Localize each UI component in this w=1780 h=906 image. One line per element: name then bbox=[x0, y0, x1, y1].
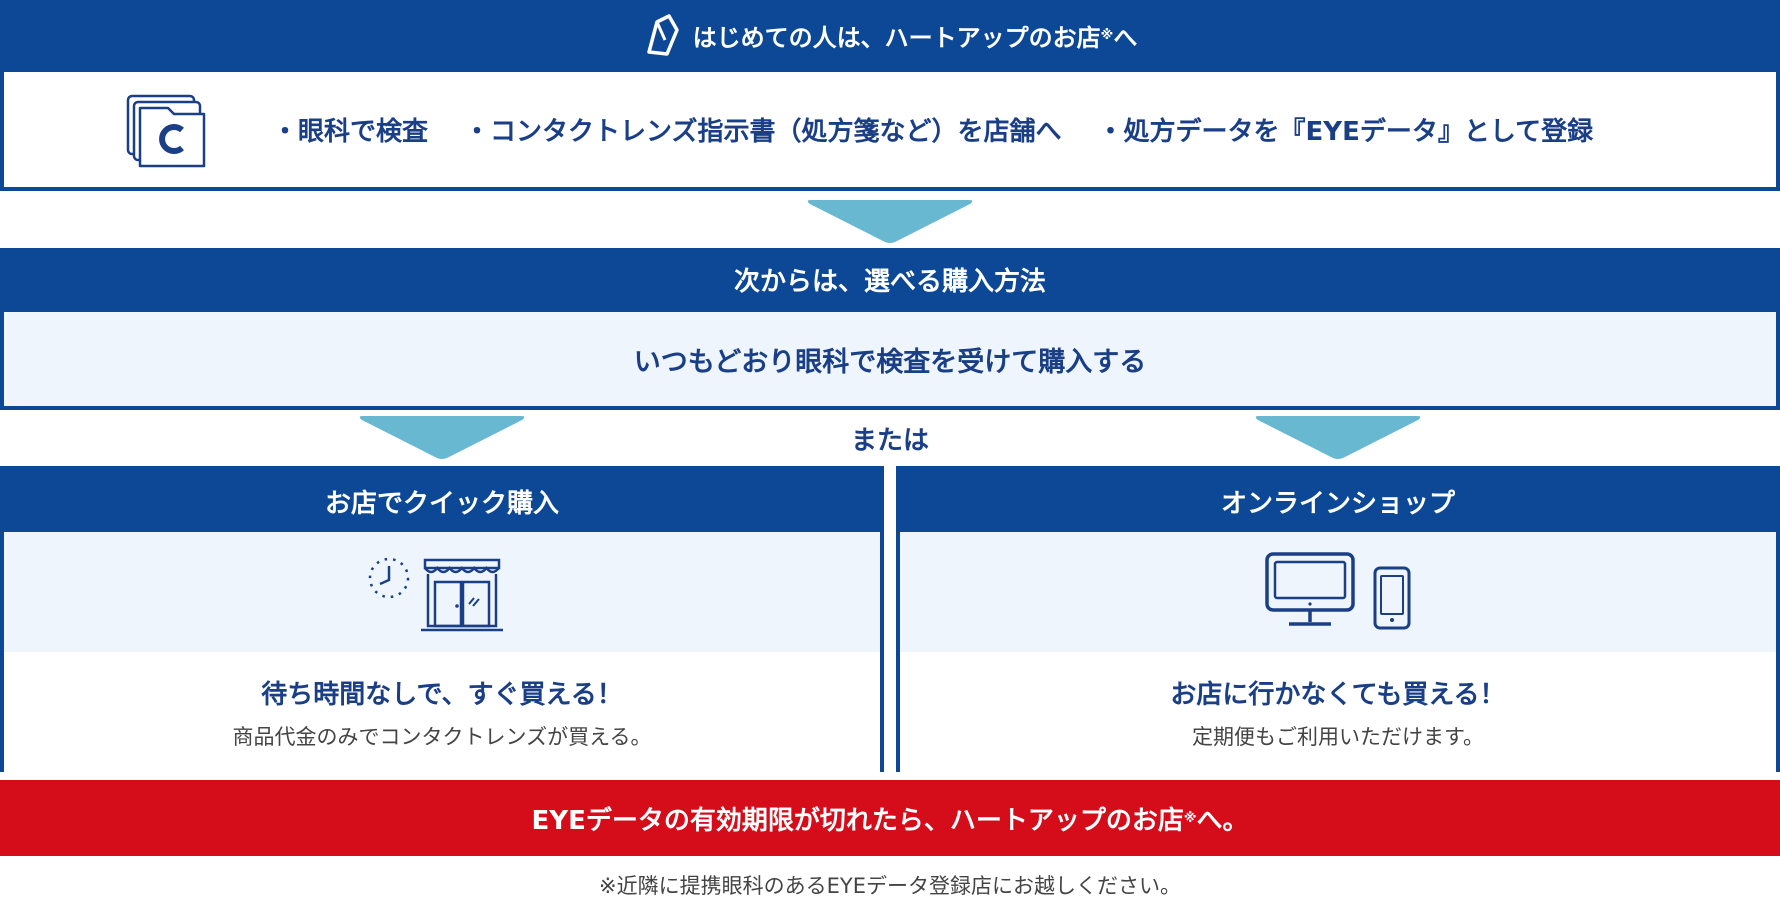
expiry-text: EYEデータの有効期限が切れたら、ハートアップのお店 bbox=[531, 805, 1184, 836]
expiry-footnote-mark: ※ bbox=[1183, 810, 1197, 826]
device-illustration bbox=[1265, 552, 1411, 630]
step-item: ・処方データを『EYEデータ』として登録 bbox=[1097, 117, 1594, 147]
smartphone-icon bbox=[1373, 566, 1411, 630]
online-card-headline: お店に行かなくても買える！ bbox=[1170, 679, 1506, 710]
store-card-headline: 待ち時間なしで、すぐ買える！ bbox=[261, 679, 623, 710]
clock-icon bbox=[368, 557, 410, 599]
online-card-title: オンラインショップ bbox=[900, 470, 1776, 532]
contact-lens-card-icon bbox=[126, 94, 206, 167]
down-arrow-icon bbox=[807, 200, 973, 243]
step-item: ・眼科で検査 bbox=[272, 117, 429, 147]
store-card-text: 待ち時間なしで、すぐ買える！ 商品代金のみでコンタクトレンズが買える。 bbox=[4, 652, 880, 772]
expiry-banner: EYEデータの有効期限が切れたら、ハートアップのお店※へ。 bbox=[0, 780, 1780, 856]
online-card-text: お店に行かなくても買える！ 定期便もご利用いただけます。 bbox=[900, 652, 1776, 772]
online-card-description: 定期便もご利用いただけます。 bbox=[1192, 724, 1484, 749]
store-card-description: 商品代金のみでコンタクトレンズが買える。 bbox=[232, 724, 652, 749]
store-quick-purchase-card: お店でクイック購入 待ち時間なしで、すぐ買える！ 商品代金のみでコンタクトレンズ… bbox=[0, 466, 884, 772]
monitor-icon bbox=[1265, 552, 1355, 626]
first-time-title-suffix: へ bbox=[1113, 23, 1138, 52]
down-arrow-icon bbox=[359, 416, 525, 459]
or-label: または bbox=[850, 426, 929, 456]
storefront-icon bbox=[368, 557, 503, 632]
title-footnote-mark: ※ bbox=[1100, 27, 1114, 43]
footnote: ※近隣に提携眼科のあるEYEデータ登録店にお越しください。 bbox=[599, 874, 1181, 898]
store-card-illustration bbox=[4, 532, 880, 652]
regular-purchase-label: いつもどおり眼科で検査を受けて購入する bbox=[633, 346, 1147, 378]
heartup-logo-icon bbox=[646, 14, 679, 56]
online-shop-card: オンラインショップ お店に行かなくても買える！ 定期便もご利用いただけます。 bbox=[896, 466, 1780, 772]
first-time-title: はじめての人は、ハートアップのお店 bbox=[692, 23, 1101, 52]
expiry-suffix: へ。 bbox=[1196, 805, 1249, 836]
next-time-title: 次からは、選べる購入方法 bbox=[733, 266, 1046, 297]
first-time-steps: ・眼科で検査 ・コンタクトレンズ指示書（処方箋など）を店舗へ ・処方データを『E… bbox=[0, 68, 1780, 191]
online-card-illustration bbox=[900, 532, 1776, 652]
down-arrow-icon bbox=[1255, 416, 1421, 459]
step-item: ・コンタクトレンズ指示書（処方箋など）を店舗へ bbox=[464, 117, 1062, 147]
regular-purchase-option: いつもどおり眼科で検査を受けて購入する bbox=[0, 308, 1780, 410]
first-time-header: はじめての人は、ハートアップのお店※へ bbox=[0, 0, 1780, 70]
next-time-header: 次からは、選べる購入方法 bbox=[0, 248, 1780, 310]
steps-list: ・眼科で検査 ・コンタクトレンズ指示書（処方箋など）を店舗へ ・処方データを『E… bbox=[272, 111, 1629, 148]
store-card-title: お店でクイック購入 bbox=[4, 470, 880, 532]
